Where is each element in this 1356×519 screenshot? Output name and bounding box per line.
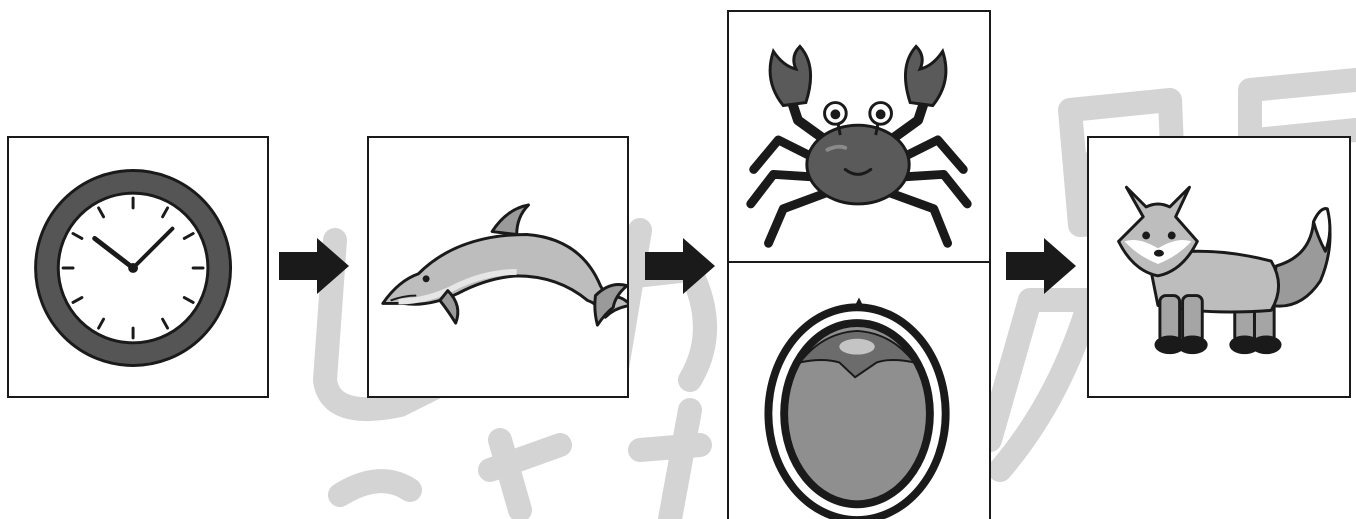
crab-panel [727,10,991,263]
chestnut-panel [727,261,991,519]
crab-icon [729,12,989,261]
clock-icon [9,138,267,396]
chestnut-icon [729,263,989,519]
right-arrow-icon [279,238,351,294]
dolphin-panel [367,136,629,398]
fox-panel [1087,136,1351,398]
fox-icon [1089,138,1349,396]
clock-panel [7,136,269,398]
right-arrow-icon [1006,238,1078,294]
dolphin-icon [369,138,627,396]
right-arrow-icon [645,238,717,294]
